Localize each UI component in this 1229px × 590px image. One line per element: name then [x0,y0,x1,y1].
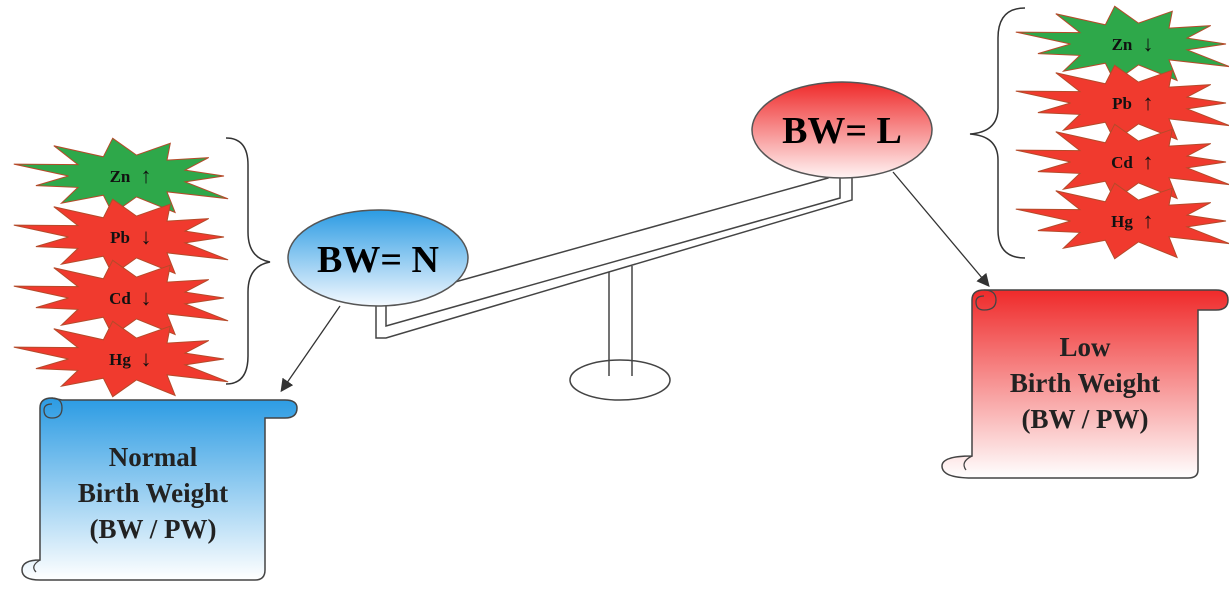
metal-symbol: Cd [1111,153,1133,172]
normal-scroll-line-3: (BW / PW) [90,514,217,544]
normal-weight-node-label: BW= N [317,239,439,281]
metal-star-zn: Zn ↓ [1015,5,1229,83]
metal-symbol: Zn [1112,35,1133,54]
low-birth-weight-scroll: Low Birth Weight (BW / PW) [941,289,1229,479]
metal-star-cd: Cd ↓ [13,259,229,337]
metal-star-hg: Hg ↓ [13,320,229,398]
star-burst-shape [1015,64,1229,142]
seesaw-stand [569,266,671,401]
metal-symbol: Pb [110,228,130,247]
arrow-down-icon: ↓ [141,285,152,310]
star-burst-shape [1015,182,1229,260]
metal-star-pb: Pb ↓ [13,198,229,276]
star-burst-shape [1015,5,1229,83]
arrow-up-icon: ↑ [141,163,152,188]
low-group-stars: Zn ↓ Pb ↑ Cd ↑ Hg ↑ [1015,5,1229,260]
normal-node-arrow [280,305,341,393]
metal-symbol: Zn [110,167,131,186]
star-burst-shape [13,198,229,276]
normal-group-brace [225,137,271,385]
star-burst-shape [13,137,229,215]
star-burst-shape [13,320,229,398]
metal-symbol: Cd [109,289,131,308]
metal-symbol: Hg [1111,212,1133,231]
arrow-up-icon: ↑ [1143,149,1154,174]
normal-group-stars: Zn ↑ Pb ↓ Cd ↓ Hg ↓ [13,137,229,398]
normal-weight-node: BW= N [287,209,469,307]
low-weight-node: BW= L [751,81,933,179]
low-group-brace [969,7,1026,259]
metal-symbol: Pb [1112,94,1132,113]
arrow-up-icon: ↑ [1143,90,1154,115]
metal-star-zn: Zn ↑ [13,137,229,215]
star-burst-shape [13,259,229,337]
normal-scroll-line-2: Birth Weight [78,478,228,508]
low-node-arrow [892,171,990,287]
arrow-down-icon: ↓ [141,346,152,371]
low-scroll-line-3: (BW / PW) [1022,404,1149,434]
normal-birth-weight-scroll: Normal Birth Weight (BW / PW) [21,397,298,581]
metal-symbol: Hg [109,350,131,369]
low-scroll-line-2: Birth Weight [1010,368,1160,398]
metal-star-hg: Hg ↑ [1015,182,1229,260]
arrow-down-icon: ↓ [1143,31,1154,56]
arrow-down-icon: ↓ [141,224,152,249]
metal-star-pb: Pb ↑ [1015,64,1229,142]
arrow-up-icon: ↑ [1143,208,1154,233]
low-scroll-line-1: Low [1059,332,1111,362]
low-weight-node-label: BW= L [782,110,902,152]
metal-star-cd: Cd ↑ [1015,123,1229,201]
star-burst-shape [1015,123,1229,201]
normal-scroll-line-1: Normal [109,442,198,472]
